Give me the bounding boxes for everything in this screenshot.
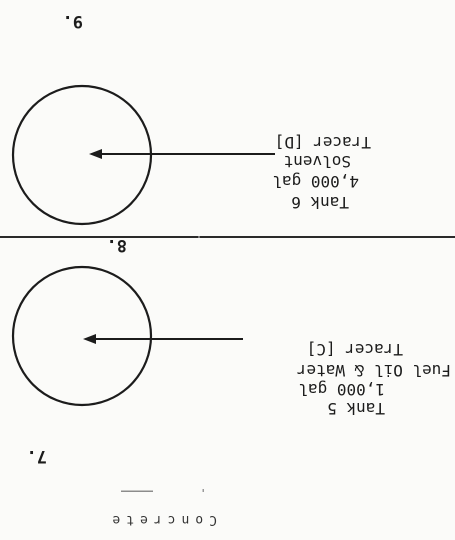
tank-6-contents: Solvent bbox=[283, 152, 351, 171]
section-9-number: 9. bbox=[62, 11, 83, 31]
tank-6-arrowhead bbox=[89, 149, 102, 159]
tank-5-tracer: Tracer [C] bbox=[306, 340, 403, 359]
tank-5-volume: 1,000 gal bbox=[298, 380, 385, 399]
scan-speck bbox=[121, 490, 153, 492]
section-8-number: 8. bbox=[106, 235, 127, 255]
scan-speck bbox=[198, 236, 200, 238]
tank-5-circle bbox=[11, 265, 153, 407]
tank-5-name: Tank 5 bbox=[327, 399, 385, 418]
tank-6-volume: 4,000 gal bbox=[272, 172, 359, 191]
tank-5-arrowhead bbox=[83, 334, 96, 344]
tank-5-contents: Fuel Oil & Water bbox=[296, 361, 451, 380]
concrete-word: Concrete bbox=[106, 512, 217, 527]
section-7-number: 7. bbox=[26, 446, 47, 466]
scan-speck bbox=[202, 489, 204, 492]
tank-6-tracer: Tracer [D] bbox=[274, 133, 371, 152]
tank-6-name: Tank 6 bbox=[291, 193, 349, 212]
